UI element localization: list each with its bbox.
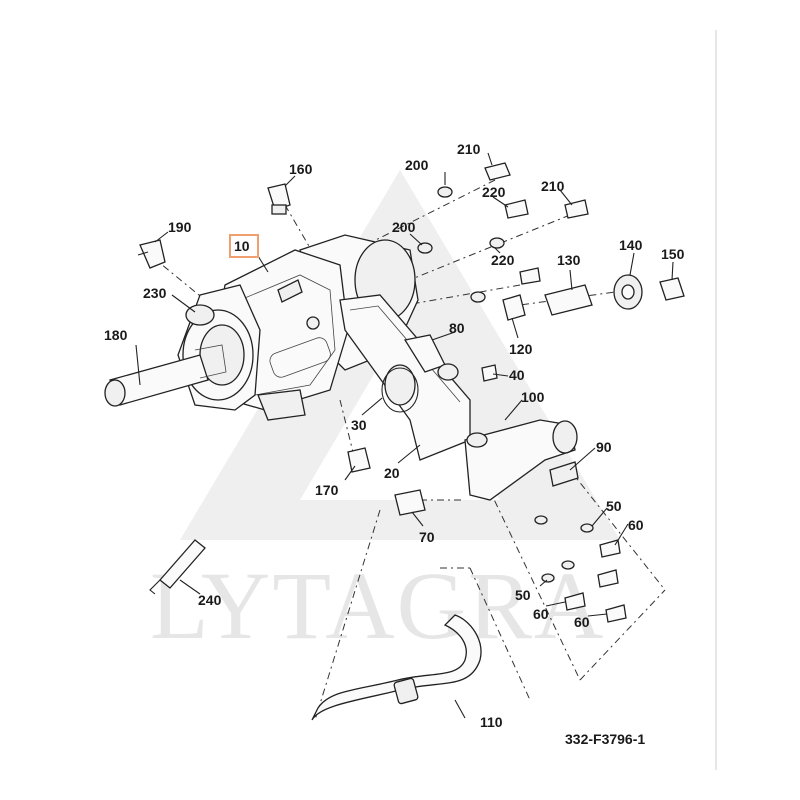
callout-120: 120	[509, 341, 533, 357]
callout-30: 30	[351, 417, 367, 433]
fitting-80	[403, 334, 459, 381]
watermark-text: LYTAGRA	[150, 552, 605, 659]
pressure-fitting-assembly	[502, 274, 685, 321]
callout-200-top: 200	[405, 157, 429, 173]
o-ring	[381, 367, 419, 413]
drive-shaft	[104, 344, 227, 407]
suction-elbow	[464, 419, 579, 501]
callout-190: 190	[168, 219, 192, 235]
drawing-number: 332-F3796-1	[565, 731, 645, 747]
callout-50-right: 50	[606, 498, 622, 514]
callout-80: 80	[449, 320, 465, 336]
callout-10: 10	[234, 238, 250, 254]
callout-110: 110	[480, 714, 503, 730]
hose	[311, 614, 482, 721]
callout-220-top: 220	[482, 184, 506, 200]
callout-210-right: 210	[541, 178, 565, 194]
callout-labels: 10 160 190 230 180 200 210 220 210 200 2…	[104, 141, 685, 730]
callout-90: 90	[596, 439, 612, 455]
callout-40: 40	[509, 367, 525, 383]
callout-140: 140	[619, 237, 643, 253]
bolts-and-washers	[417, 162, 589, 303]
callout-170: 170	[315, 482, 339, 498]
callout-50-left: 50	[515, 587, 531, 603]
highlight-box	[229, 234, 259, 258]
plug-40	[481, 364, 498, 382]
callout-210-top: 210	[457, 141, 481, 157]
callout-60-left: 60	[533, 606, 549, 622]
callout-60-right: 60	[628, 517, 644, 533]
callout-130: 130	[557, 252, 581, 268]
callout-60-bottom: 60	[574, 614, 590, 630]
callout-160: 160	[289, 161, 313, 177]
callout-100: 100	[521, 389, 545, 405]
plug-160	[267, 183, 291, 215]
callout-180: 180	[104, 327, 128, 343]
callout-220-mid: 220	[491, 252, 515, 268]
fitting-70	[394, 489, 426, 516]
leader-lines	[135, 152, 674, 719]
sensor	[137, 239, 166, 269]
callout-70: 70	[419, 529, 435, 545]
callout-150: 150	[661, 246, 685, 262]
callout-240: 240	[198, 592, 222, 608]
sealant-tube	[149, 539, 206, 595]
callout-20: 20	[384, 465, 400, 481]
callout-200-mid: 200	[392, 219, 416, 235]
elbow-bolts	[534, 515, 627, 623]
callout-230: 230	[143, 285, 167, 301]
fitting-170	[347, 447, 371, 473]
manifold-flange	[339, 294, 471, 461]
